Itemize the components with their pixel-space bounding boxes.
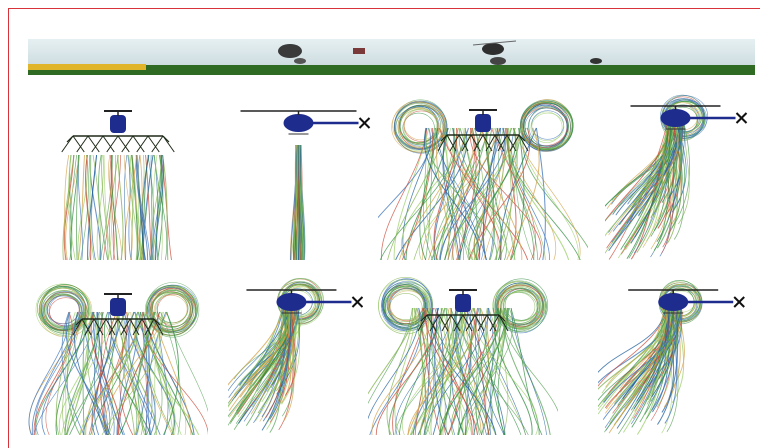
streamline (65, 155, 69, 260)
helicopter-silhouette-4 (590, 58, 602, 64)
helicopter-silhouette-3 (482, 43, 504, 55)
helicopter-icon (469, 110, 497, 132)
panel-front-downwash-vortex-upper (378, 88, 588, 260)
aerial-photo-banner (28, 39, 755, 75)
streamline-plot-1 (28, 105, 208, 260)
x-tail-rotor-icon (360, 118, 370, 128)
drift-streamlines (605, 123, 690, 259)
helicopter-silhouette-2 (353, 48, 365, 54)
streamline-plot-8 (598, 272, 758, 435)
vortex-streamline (532, 111, 564, 140)
panel-side-downwash-drift-lower-b (598, 272, 758, 435)
streamline-plot-6 (228, 272, 363, 435)
banner-image (28, 39, 755, 75)
vortex-streamline (47, 296, 79, 324)
vortex-streamline (504, 291, 538, 321)
panel-front-downwash-vortex-lower-b (368, 268, 558, 435)
helicopter-icon (628, 290, 733, 313)
panel-side-downwash-straight (228, 105, 378, 260)
streamline (142, 155, 149, 260)
streamline-plot-5 (28, 272, 208, 435)
x-tail-rotor-icon (734, 297, 744, 307)
drift-streamlines (228, 307, 302, 433)
panel-front-downwash-vortex-lower-a (28, 272, 208, 435)
x-tail-rotor-icon (352, 297, 362, 307)
streamline-plot-2 (228, 105, 378, 260)
streamline (447, 128, 473, 260)
x-tail-rotor-icon (737, 113, 747, 123)
panel-front-downwash-straight (28, 105, 208, 260)
vortex-streamline (400, 110, 438, 143)
tip-vortex (378, 277, 433, 334)
vortex-streamline (45, 295, 82, 327)
helicopter-silhouette-1-tail (294, 58, 306, 64)
helicopter-icon (104, 111, 132, 133)
streamline-plot-4 (605, 88, 755, 260)
helicopter-silhouette-3-body (490, 57, 506, 65)
helicopter-icon (241, 111, 359, 134)
helicopter-icon (631, 106, 736, 129)
streamline-plot-7 (368, 268, 558, 435)
panel-side-downwash-drift-lower-a (228, 272, 363, 435)
spray-boom-icon (62, 136, 175, 152)
streamline (92, 155, 97, 260)
vortex-streamline (528, 108, 567, 149)
streamlines (63, 155, 172, 260)
streamline (388, 128, 447, 260)
helicopter-silhouette-1 (278, 44, 302, 58)
tip-vortex (520, 99, 573, 151)
yellow-strip (28, 64, 146, 70)
vortex-streamline (503, 291, 538, 321)
drift-streamlines (598, 307, 684, 435)
vortex-streamline (532, 113, 564, 141)
panel-side-downwash-drift-upper (605, 88, 755, 260)
streamlines (290, 145, 305, 260)
tip-vortex (493, 279, 548, 333)
helicopter-icon (246, 290, 351, 313)
vortex-streamline (400, 108, 437, 142)
streamline-plot-3 (378, 88, 588, 260)
